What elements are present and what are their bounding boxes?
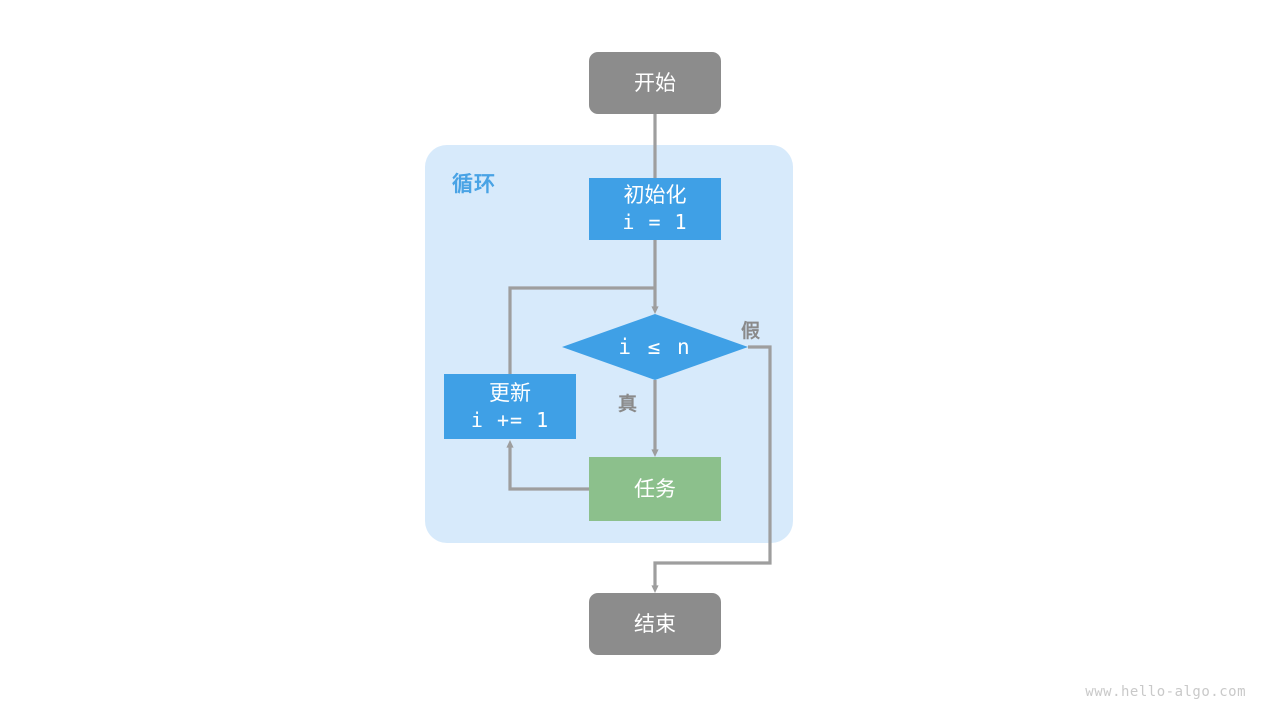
node-decision[interactable]: i ≤ n [562,314,748,380]
node-init[interactable]: 初始化 i = 1 [589,178,721,240]
branch-label-true: 真 [618,394,638,415]
node-start-label: 开始 [634,71,676,95]
node-end[interactable]: 结束 [589,593,721,655]
node-update-label: 更新 [489,381,531,405]
node-update[interactable]: 更新 i += 1 [444,374,576,439]
node-task[interactable]: 任务 [589,457,721,521]
node-update-code: i += 1 [470,407,550,432]
node-init-code: i = 1 [622,210,688,234]
wire-task-to-update [506,439,589,491]
watermark: www.hello-algo.com [1085,684,1246,700]
wire-decision-false-to-end [651,345,772,594]
wire-update-to-decision [508,286,655,374]
node-decision-label: i ≤ n [618,335,692,359]
branch-label-false: 假 [741,321,761,342]
node-end-label: 结束 [634,612,676,636]
loop-container-label: 循环 [452,173,496,196]
node-init-label: 初始化 [623,184,687,207]
node-task-label: 任务 [634,477,676,501]
node-start[interactable]: 开始 [589,52,721,114]
